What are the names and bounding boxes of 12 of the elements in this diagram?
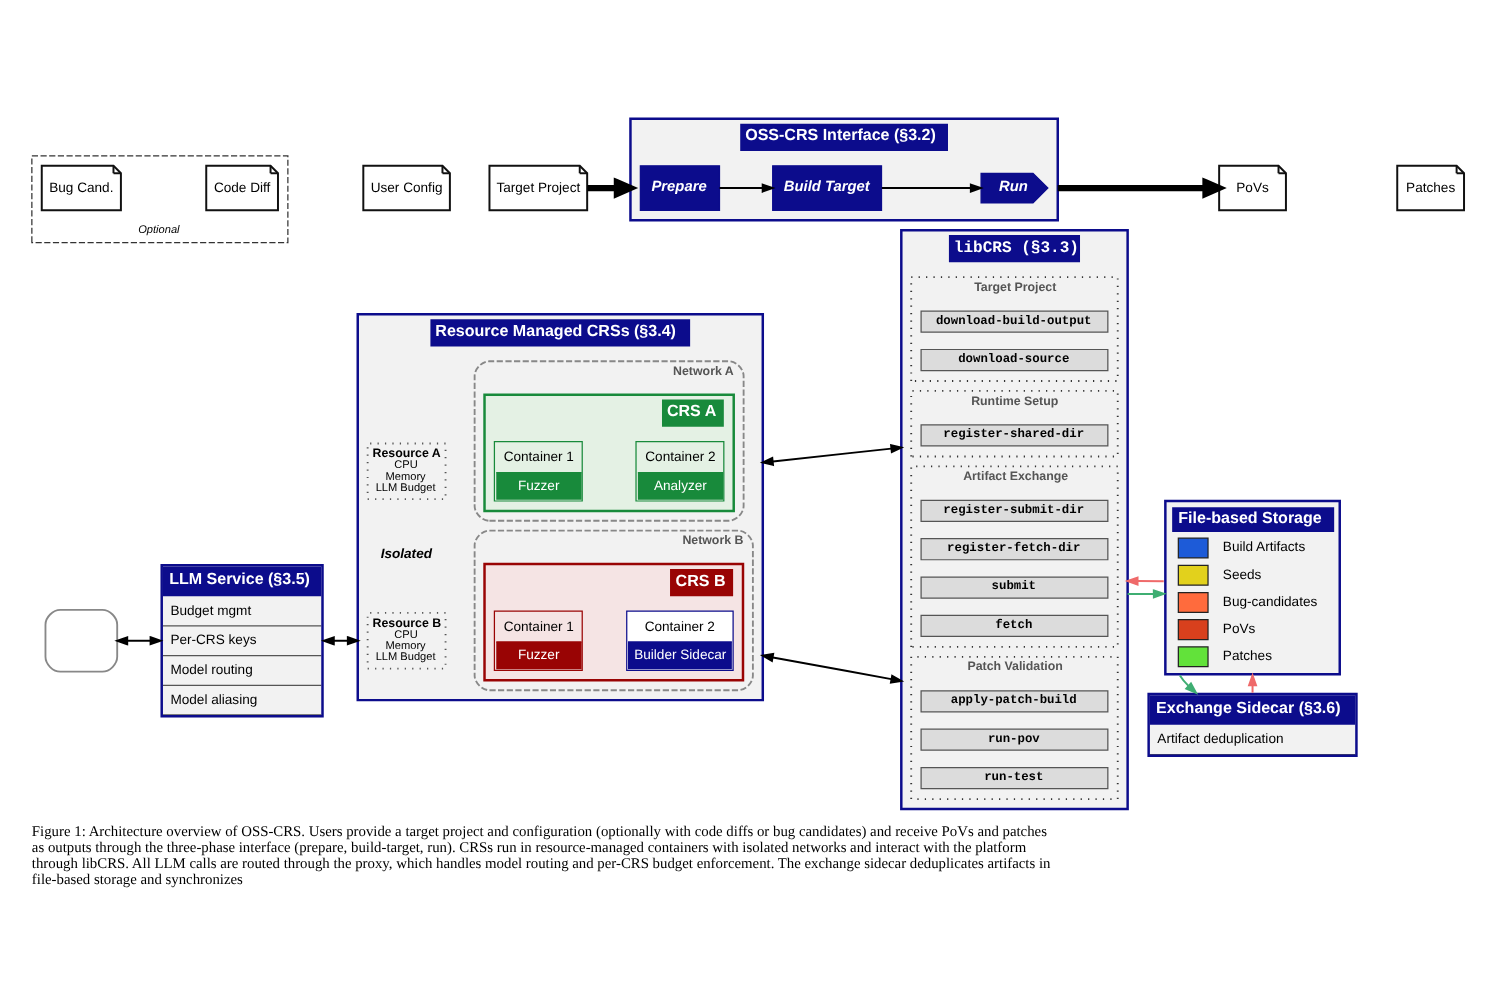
arrow <box>759 651 905 683</box>
arrow <box>1124 575 1165 585</box>
arrow <box>1178 673 1199 694</box>
arrow <box>1057 176 1227 198</box>
node-box <box>44 607 119 672</box>
arrow <box>114 634 164 645</box>
arrow <box>718 182 776 192</box>
arrow <box>1247 671 1258 693</box>
arrow <box>759 442 905 466</box>
arrow <box>1126 588 1167 598</box>
arrow <box>587 176 639 198</box>
arrow <box>880 182 984 192</box>
